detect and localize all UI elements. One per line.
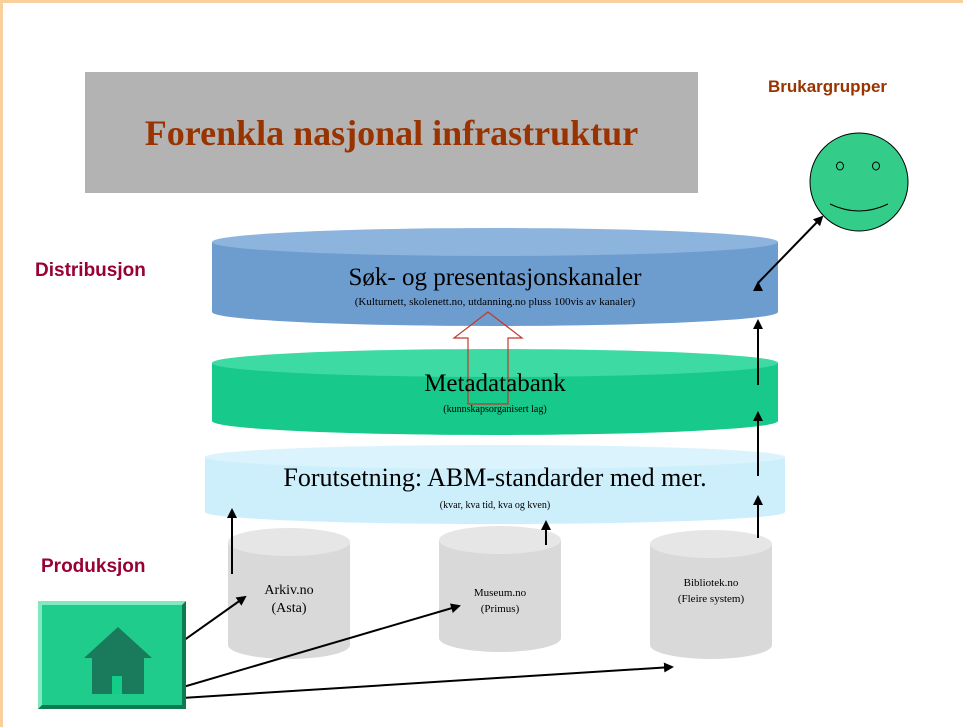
standard-subtitle: (kvar, kva tid, kva og kven) (439, 500, 551, 511)
kanaler-subtitle: (Kulturnett, skolenett.no, utdanning.no … (354, 296, 636, 308)
slide-border-top (0, 0, 963, 3)
source-museum-name: Museum.no (473, 587, 527, 599)
hollow-up-arrow (452, 311, 524, 405)
source-arkiv: Arkiv.no (Asta) (228, 582, 350, 618)
label-produksjon: Produksjon (41, 556, 146, 577)
source-arkiv-system: (Asta) (271, 601, 307, 616)
arrow-to-smiley (757, 215, 824, 284)
house-icon (84, 627, 152, 694)
museum-cylinder (439, 526, 561, 652)
bibliotek-cylinder (650, 530, 772, 659)
slide-border-left (0, 0, 3, 727)
arrow-home-to-museum (165, 603, 461, 693)
source-bibliotek-system: (Fleire system) (677, 593, 745, 605)
kanaler-title: Søk- og presentasjonskanaler (348, 264, 642, 291)
metadatabank-title: Metadatabank (424, 370, 566, 397)
standard-layer (205, 445, 785, 524)
page-title: Forenkla nasjonal infrastruktur (144, 112, 639, 153)
home-button[interactable] (38, 601, 186, 709)
standard-title: Forutsetning: ABM-standarder med mer. (283, 463, 707, 492)
source-arkiv-name: Arkiv.no (264, 583, 314, 598)
metadatabank-subtitle: (kunnskapsorganisert lag) (443, 404, 547, 415)
arkiv-cylinder (228, 528, 350, 659)
source-museum: Museum.no (Primus) (439, 585, 561, 617)
metadatabank-layer (212, 349, 778, 435)
kanaler-layer (212, 228, 778, 326)
label-distribusjon: Distribusjon (35, 260, 146, 281)
source-museum-system: (Primus) (480, 603, 520, 615)
label-brukargrupper: Brukargrupper (768, 77, 888, 96)
source-bibliotek: Bibliotek.no (Fleire system) (650, 575, 772, 607)
title-banner: Forenkla nasjonal infrastruktur (85, 72, 698, 193)
smiley-face-icon (809, 132, 909, 232)
arrow-home-to-bibliotek (165, 662, 674, 700)
source-bibliotek-name: Bibliotek.no (683, 577, 739, 589)
